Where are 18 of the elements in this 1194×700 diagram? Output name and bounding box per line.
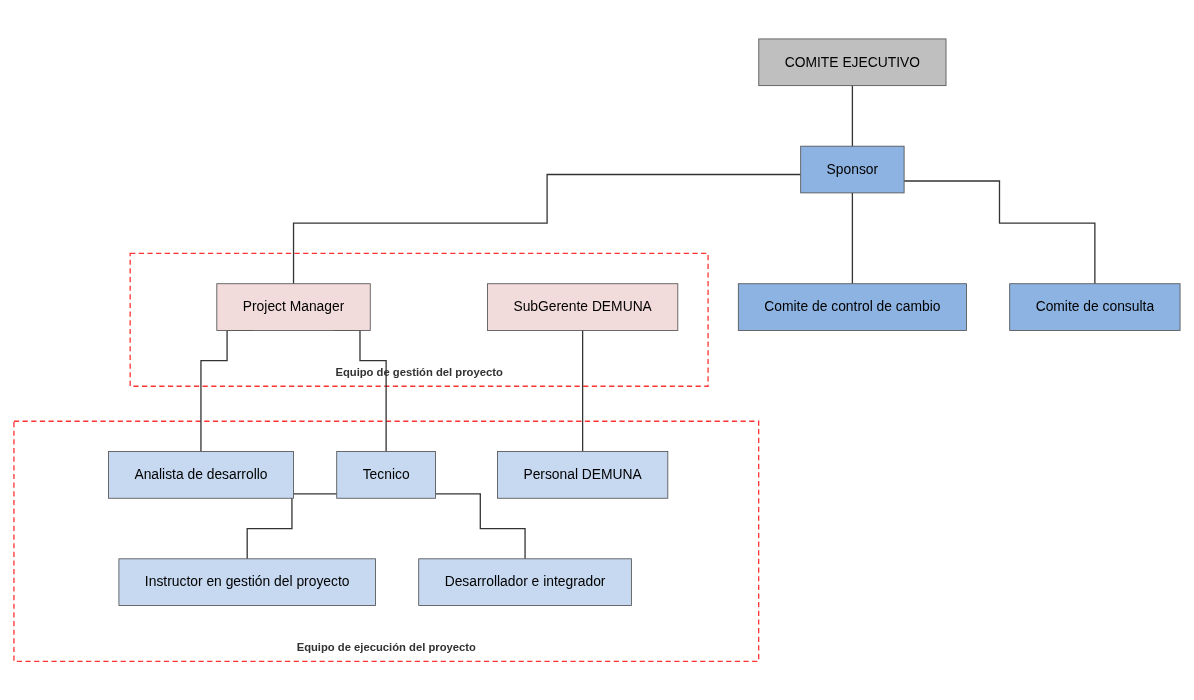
connector bbox=[581, 329, 584, 453]
node-box: Comite de control de cambio bbox=[737, 283, 967, 331]
connector bbox=[292, 173, 802, 285]
node-box: Sponsor bbox=[800, 145, 905, 194]
node-box: Analista de desarrollo bbox=[108, 451, 294, 499]
node-box: Desarrollador e integrador bbox=[418, 558, 632, 606]
node-box: Tecnico bbox=[336, 451, 436, 499]
connector bbox=[434, 493, 526, 560]
node-box: Comite de consulta bbox=[1009, 283, 1181, 331]
connector bbox=[246, 493, 338, 560]
node-box: Personal DEMUNA bbox=[497, 451, 669, 499]
node-box: COMITE EJECUTIVO bbox=[758, 38, 947, 86]
connector bbox=[851, 84, 854, 147]
connector bbox=[903, 180, 1096, 285]
node-box: Project Manager bbox=[216, 283, 371, 331]
node-box: Instructor en gestión del proyecto bbox=[118, 558, 376, 606]
node-box: SubGerente DEMUNA bbox=[487, 283, 679, 331]
connector bbox=[851, 192, 854, 285]
